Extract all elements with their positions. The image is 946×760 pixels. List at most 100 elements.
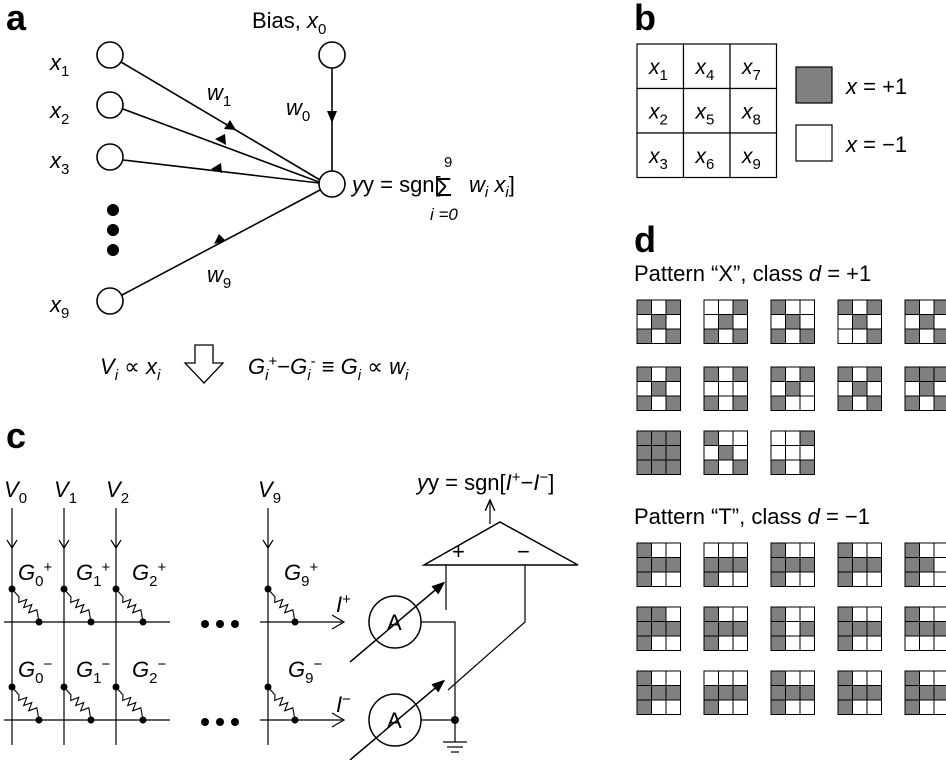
memristor — [11, 588, 40, 623]
grid-cell-label: x7 — [741, 56, 761, 84]
pattern-cell — [703, 299, 719, 315]
pattern-cell — [770, 395, 786, 411]
weight-line-1 — [120, 61, 321, 181]
pattern-cell — [866, 670, 882, 686]
memristor — [63, 588, 92, 623]
input-node-x1 — [96, 41, 124, 69]
svg-text:G0−: G0− — [18, 656, 52, 687]
pattern-cell — [799, 299, 815, 315]
input-node-x2 — [96, 91, 124, 119]
pattern-cell — [665, 635, 681, 651]
pattern-cell — [770, 621, 786, 637]
ground-icon — [443, 741, 467, 753]
pattern-cell — [718, 314, 734, 330]
pattern-cell — [732, 635, 748, 651]
pattern-cell — [933, 571, 946, 587]
pattern-grid — [904, 542, 946, 587]
pattern-cell — [852, 699, 868, 715]
pattern-cell — [785, 542, 801, 558]
pattern-cell — [636, 430, 652, 446]
pattern-cell — [703, 381, 719, 397]
pattern-cell — [904, 366, 920, 382]
memristor — [115, 588, 144, 623]
arrow-right-icon — [331, 614, 346, 630]
pattern-cell — [919, 381, 935, 397]
pattern-cell — [770, 542, 786, 558]
pattern-cell — [799, 366, 815, 382]
pattern-cell — [866, 542, 882, 558]
pattern-cell — [799, 557, 815, 573]
pattern-cell — [732, 670, 748, 686]
pattern-cell — [866, 366, 882, 382]
pattern-cell — [732, 366, 748, 382]
bias-node — [318, 41, 346, 69]
pattern-cell — [651, 445, 667, 461]
pattern-cell — [665, 670, 681, 686]
pattern-cell — [919, 685, 935, 701]
pattern-grid — [904, 299, 946, 344]
return-wire — [421, 621, 456, 722]
pattern-cell — [703, 685, 719, 701]
pattern-cell — [770, 445, 786, 461]
grid-cell — [682, 132, 731, 179]
pattern-cell — [651, 621, 667, 637]
pattern-cell — [732, 459, 748, 475]
svg-text:V0: V0 — [4, 477, 27, 507]
pattern-cell — [852, 685, 868, 701]
pattern-cell — [718, 366, 734, 382]
legend-swatch-minus — [795, 124, 833, 162]
pattern-cell — [933, 699, 946, 715]
pattern-cell — [799, 699, 815, 715]
pattern-cell — [933, 606, 946, 622]
pattern-cell — [933, 299, 946, 315]
pattern-cell — [866, 381, 882, 397]
pattern-cell — [933, 366, 946, 382]
pattern-cell — [703, 635, 719, 651]
svg-text:Gi+−Gi- ≡ Gi ∝ wi: Gi+−Gi- ≡ Gi ∝ wi — [248, 353, 409, 384]
pattern-grid — [703, 606, 748, 651]
pattern-cell — [785, 314, 801, 330]
grid-cell — [636, 87, 685, 134]
arrowhead — [224, 120, 236, 130]
pattern-cell — [718, 542, 734, 558]
grid-cell — [729, 87, 778, 134]
pattern-cell — [785, 381, 801, 397]
weight-label-var: w — [207, 80, 225, 105]
pattern-grid — [636, 670, 681, 715]
pattern-cell — [651, 571, 667, 587]
input-node-x3 — [96, 143, 124, 171]
pattern-cell — [665, 459, 681, 475]
svg-text:w1: w1 — [207, 80, 231, 110]
pattern-cell — [770, 670, 786, 686]
opamp-input-minus — [447, 565, 526, 691]
svg-text:G9−: G9− — [288, 656, 322, 687]
memristor — [267, 588, 296, 623]
pattern-cell — [785, 557, 801, 573]
pattern-cell — [732, 699, 748, 715]
pattern-cell — [852, 366, 868, 382]
pattern-cell — [651, 430, 667, 446]
pattern-cell — [785, 571, 801, 587]
pattern-cell — [636, 571, 652, 587]
pattern-cell — [919, 606, 935, 622]
pattern-cell — [837, 542, 853, 558]
pattern-cell — [770, 299, 786, 315]
pattern-cell — [785, 635, 801, 651]
pattern-cell — [904, 635, 920, 651]
pattern-cell — [785, 699, 801, 715]
panel-d-label: d — [634, 219, 656, 260]
pattern-cell — [837, 328, 853, 344]
pattern-cell — [837, 366, 853, 382]
pattern-cell — [919, 557, 935, 573]
pattern-cell — [651, 366, 667, 382]
pattern-cell — [665, 606, 681, 622]
panel-a: a x1 x2 x3 x9 w1 w — [6, 0, 515, 384]
pattern-cell — [636, 445, 652, 461]
pattern-cell — [651, 685, 667, 701]
pattern-cell — [933, 542, 946, 558]
mapping-equation: Vi ∝ xi Gi+−Gi- ≡ Gi ∝ wi — [100, 344, 409, 384]
pattern-grid — [837, 670, 882, 715]
pattern-grid — [904, 670, 946, 715]
pattern-cell — [933, 381, 946, 397]
